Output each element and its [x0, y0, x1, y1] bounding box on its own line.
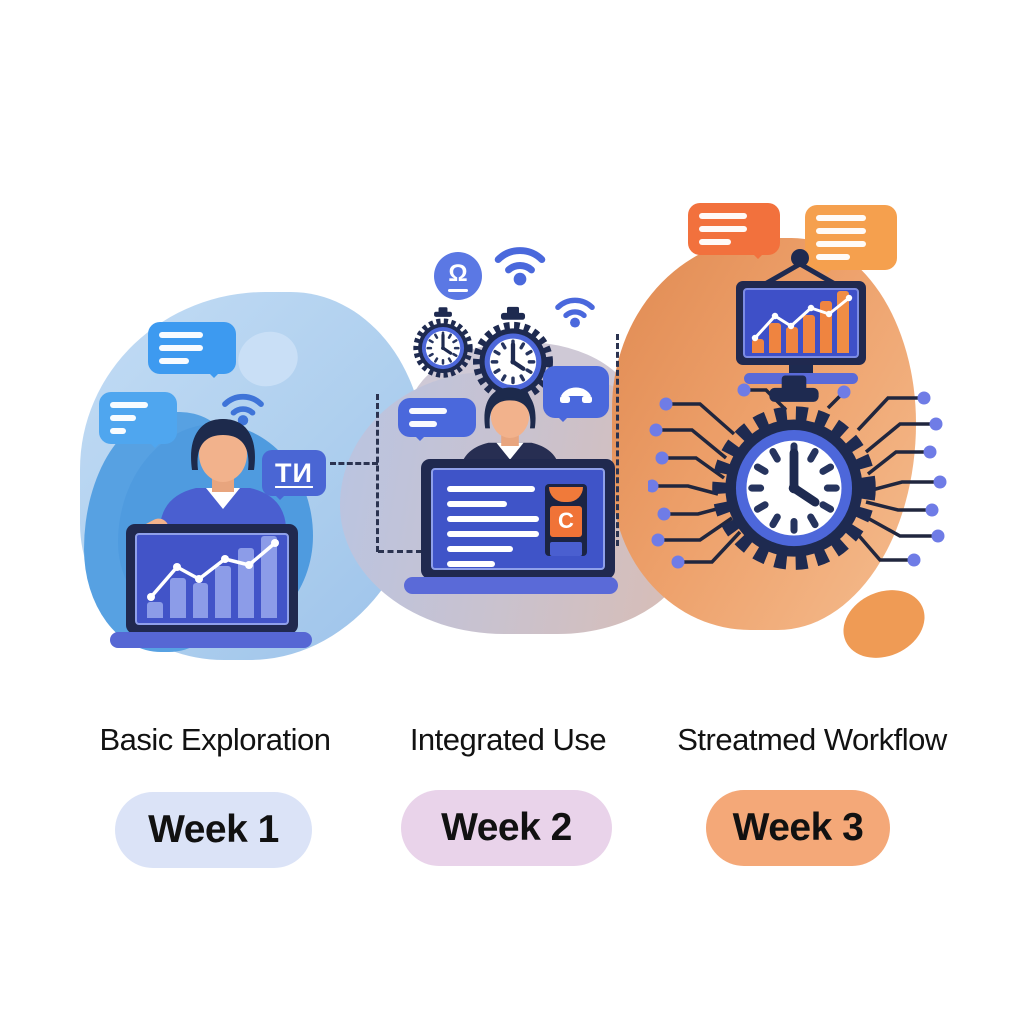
chat-line — [409, 421, 437, 427]
chat-line — [110, 402, 148, 408]
week-pill-3: Week 3 — [706, 790, 890, 866]
stopwatch-icon-small — [411, 306, 475, 380]
gauge-badge-icon: Ω — [434, 252, 482, 300]
hanging-monitor — [736, 281, 866, 365]
stage-title-week2: Integrated Use — [409, 722, 607, 757]
bar — [215, 566, 232, 618]
doc-line — [447, 546, 513, 552]
dashed-connector-v2 — [616, 334, 619, 546]
bar — [169, 578, 186, 618]
bar — [261, 536, 277, 618]
doc-line — [447, 486, 535, 492]
chat-line — [159, 332, 203, 338]
dashed-connector-h1 — [330, 462, 378, 465]
laptop-week2: C — [421, 459, 615, 579]
chat-bubble-icon — [148, 322, 236, 378]
dashed-connector-v1 — [376, 394, 379, 552]
laptop-screen-week2: C — [431, 468, 605, 570]
chat-bubble-icon-orange — [688, 203, 780, 259]
wifi-icon — [553, 292, 597, 328]
doc-line — [447, 561, 495, 567]
stage-title-week1: Basic Exploration — [99, 722, 331, 757]
doc-line — [447, 531, 539, 537]
dashed-connector-h2 — [378, 550, 422, 553]
chat-line — [816, 241, 866, 247]
bar — [786, 327, 798, 353]
laptop-screen-week1 — [135, 533, 289, 625]
doc-line — [447, 516, 539, 522]
bar — [147, 602, 163, 618]
chat-line — [110, 428, 126, 434]
chat-line — [159, 345, 203, 351]
car-icon — [560, 387, 592, 403]
bar — [752, 339, 764, 353]
week-pill-2-label: Week 2 — [441, 806, 572, 849]
trend-line — [147, 539, 279, 601]
chat-line — [699, 213, 747, 219]
circuit-traces — [648, 383, 947, 569]
gear-stopwatch-icon — [706, 372, 882, 576]
week-pill-1: Week 1 — [115, 792, 312, 868]
c-card-arc — [549, 487, 583, 502]
chat-line — [409, 408, 447, 414]
bar — [803, 315, 815, 353]
document-screen — [447, 486, 557, 576]
chat-line — [110, 415, 136, 421]
chat-line — [699, 226, 747, 232]
laptop-base-week1 — [110, 632, 312, 648]
chat-bubble-icon — [99, 392, 177, 448]
week-pill-3-label: Week 3 — [732, 806, 864, 849]
laptop-week1 — [126, 524, 298, 634]
tn-speech-badge: TИ — [262, 450, 326, 500]
chat-line — [816, 228, 866, 234]
week-pill-2: Week 2 — [401, 790, 612, 866]
laptop-base-week2 — [404, 577, 618, 594]
chat-line — [816, 215, 866, 221]
stage-title-week3: Streatmed Workflow — [677, 722, 947, 757]
chat-line — [699, 239, 731, 245]
gauge-base — [448, 289, 468, 292]
chat-line — [159, 358, 189, 364]
monitor-screen-week3 — [743, 288, 859, 358]
doc-line — [447, 501, 507, 507]
c-card: C — [545, 484, 587, 556]
week-pill-1-label: Week 1 — [148, 808, 279, 851]
bar-chart-trend-icon — [147, 534, 277, 618]
tn-badge-text: TИ — [275, 457, 313, 488]
monitor-stand — [789, 365, 813, 374]
c-card-letter: C — [550, 505, 582, 538]
bar — [192, 583, 209, 618]
car-chat-badge — [543, 366, 609, 422]
chat-bubble-icon-orange — [805, 205, 897, 274]
wifi-icon — [492, 240, 548, 286]
gauge-glyph: Ω — [448, 260, 468, 287]
c-card-foot — [550, 542, 582, 556]
chat-line — [816, 254, 850, 260]
trend-line — [751, 294, 853, 342]
chat-bubble-icon — [398, 398, 476, 441]
bar — [769, 323, 781, 353]
